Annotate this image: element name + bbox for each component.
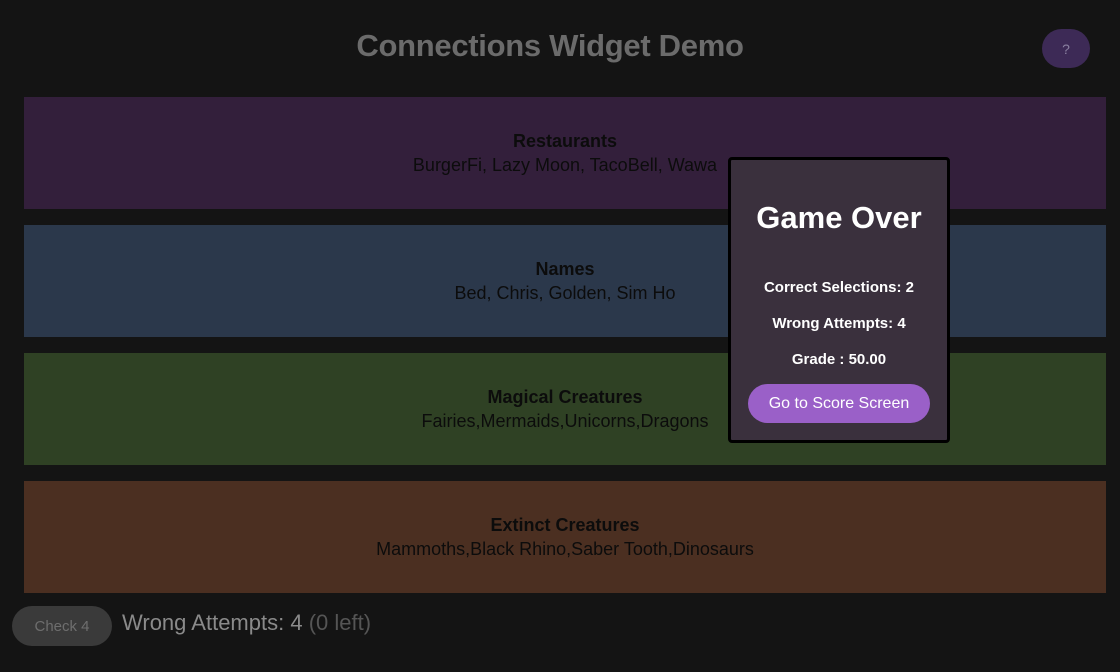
wrong-attempts-status: Wrong Attempts: 4 (0 left) [122, 610, 371, 636]
solved-group-restaurants: Restaurants BurgerFi, Lazy Moon, TacoBel… [24, 97, 1106, 209]
help-button[interactable]: ? [1042, 29, 1090, 68]
correct-selections: Correct Selections: 2 [763, 279, 915, 296]
go-to-score-screen-button[interactable]: Go to Score Screen [748, 384, 930, 423]
wrong-attempts-count: Wrong Attempts: 4 [122, 610, 303, 635]
group-members: Mammoths,Black Rhino,Saber Tooth,Dinosau… [376, 539, 754, 559]
group-name: Names [535, 259, 595, 279]
group-members: Fairies,Mermaids,Unicorns,Dragons [421, 411, 709, 431]
group-name: Extinct Creatures [490, 515, 640, 535]
group-members: Bed, Chris, Golden, Sim Ho [454, 283, 676, 303]
group-members: BurgerFi, Lazy Moon, TacoBell, Wawa [412, 155, 718, 175]
page-title: Connections Widget Demo [356, 28, 744, 63]
grade: Grade : 50.00 [791, 351, 887, 368]
group-name: Restaurants [512, 131, 618, 151]
dialog-title: Game Over [756, 200, 922, 235]
wrong-attempts: Wrong Attempts: 4 [772, 315, 906, 332]
check-button[interactable]: Check 4 [12, 606, 112, 646]
group-name: Magical Creatures [487, 387, 643, 407]
game-over-dialog: Game Over Correct Selections: 2 Wrong At… [728, 157, 950, 443]
solved-group-extinct-creatures: Extinct Creatures Mammoths,Black Rhino,S… [24, 481, 1106, 593]
attempts-left: (0 left) [308, 610, 372, 635]
